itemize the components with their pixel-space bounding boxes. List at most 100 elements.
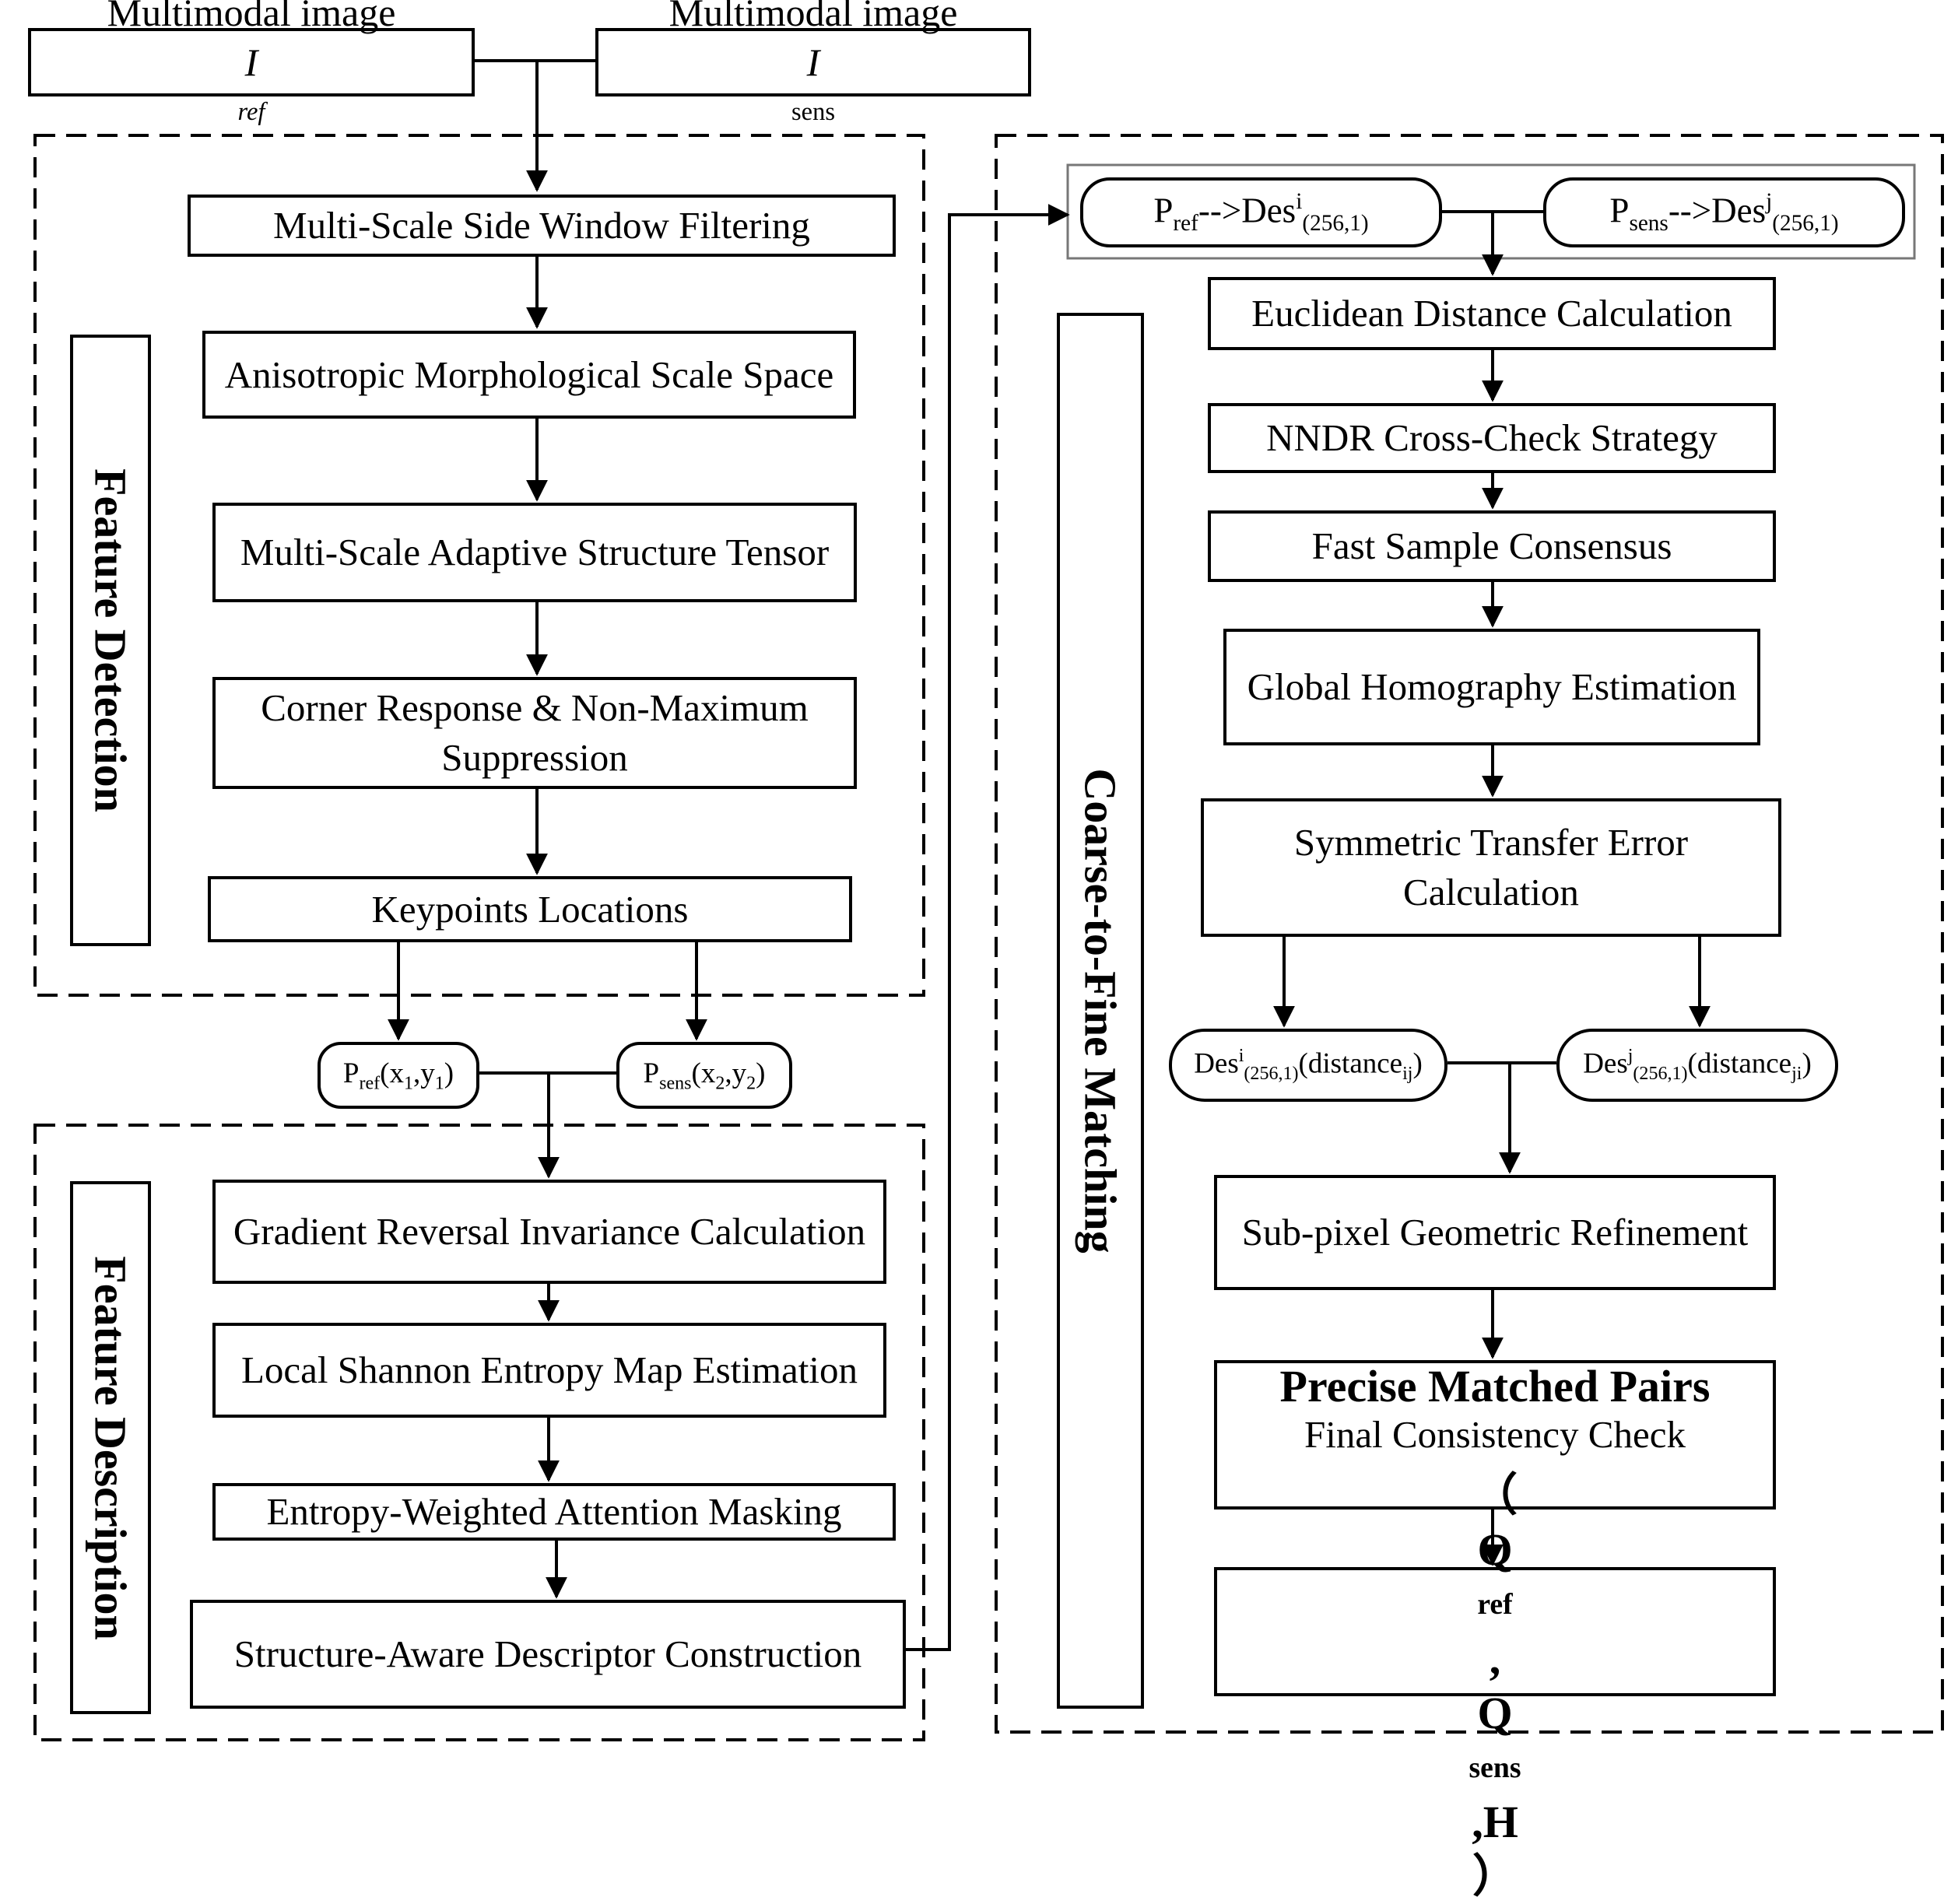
detection-step-1: Multi-Scale Side Window Filtering (273, 204, 810, 247)
description-step-1: Gradient Reversal Invariance Calculation (233, 1210, 866, 1253)
feature-description-label: Feature Description (70, 1181, 151, 1714)
feature-detection-label: Feature Detection (70, 335, 151, 946)
des-ref-sub: ref (1173, 210, 1198, 236)
des-sens-sub: sens (1629, 210, 1669, 236)
dist-ji-dim: (256,1) (1633, 1063, 1688, 1084)
output-q-ref: Q (1477, 1524, 1513, 1575)
detection-step-4: Corner Response & Non-Maximum Suppressio… (261, 686, 809, 779)
distance-ji-text: Desj(256,1)(distanceji) (1583, 1046, 1812, 1085)
feature-detection-group (33, 134, 925, 997)
distance-ij-pill: Desi(256,1)(distanceij) (1169, 1029, 1447, 1102)
dist-ij-sup: i (1238, 1046, 1244, 1067)
p-ref-end: ) (444, 1057, 454, 1089)
p-ref-y-index: 1 (434, 1073, 444, 1094)
des-sens-sup: j (1766, 188, 1773, 214)
des-ref-dim: (256,1) (1302, 210, 1369, 236)
multi-scale-side-window-filtering-box: Multi-Scale Side Window Filtering (188, 195, 896, 257)
local-shannon-entropy-box: Local Shannon Entropy Map Estimation (212, 1323, 886, 1418)
matching-step-1: Euclidean Distance Calculation (1251, 292, 1732, 335)
detection-step-5: Keypoints Locations (371, 887, 689, 931)
anisotropic-morphological-scale-space-box: Anisotropic Morphological Scale Space (202, 331, 856, 419)
p-sens-y-index: 2 (746, 1073, 756, 1094)
feature-description-group (33, 1124, 925, 1741)
fast-sample-consensus-box: Fast Sample Consensus (1208, 510, 1776, 582)
global-homography-box: Global Homography Estimation (1223, 629, 1760, 745)
matching-group (995, 134, 1944, 1734)
dist-ij-sub: ij (1402, 1063, 1413, 1084)
output-close: ） (1472, 1851, 1518, 1902)
input-sens-symbol: I (806, 40, 820, 84)
des-ref-sup: i (1296, 188, 1303, 214)
refine-step-2: Final Consistency Check (1304, 1413, 1686, 1456)
structure-aware-descriptor-box: Structure-Aware Descriptor Construction (190, 1600, 906, 1709)
dist-ij-open: (distance (1298, 1047, 1403, 1080)
keypoints-locations-box: Keypoints Locations (208, 876, 852, 942)
detection-step-3: Multi-Scale Adaptive Structure Tensor (240, 531, 830, 573)
des-ref-symbol: P (1153, 191, 1174, 230)
output-comma: , (1489, 1633, 1501, 1684)
description-step-3: Entropy-Weighted Attention Masking (266, 1490, 842, 1533)
input-ref-label: Multimodal image (107, 0, 396, 34)
dist-ij-dim: (256,1) (1244, 1063, 1299, 1084)
p-sens-symbol: P (643, 1057, 660, 1089)
detection-step-2: Anisotropic Morphological Scale Space (224, 352, 834, 396)
output-open: （ (1472, 1470, 1518, 1520)
p-sens-text: Psens(x2,y2) (644, 1057, 766, 1094)
multi-scale-adaptive-structure-tensor-box: Multi-Scale Adaptive Structure Tensor (212, 503, 857, 602)
p-sens-x-index: 2 (715, 1073, 725, 1094)
des-ref-arrow: -->Des (1198, 191, 1297, 230)
p-sens-args: (x (691, 1057, 716, 1089)
output-q-sens-sub: sens (1468, 1751, 1521, 1784)
arrow-descriptor-to-matching (906, 204, 1070, 1651)
distance-ij-text: Desi(256,1)(distanceij) (1194, 1046, 1423, 1085)
corner-response-box: Corner Response & Non-Maximum Suppressio… (212, 677, 857, 789)
output-q-sens: Q (1477, 1688, 1513, 1738)
p-ref-descriptor-text: Pref-->Desi(256,1) (1153, 189, 1368, 237)
p-ref-pill: Pref(x1,y1) (318, 1042, 479, 1109)
nndr-cross-check-box: NNDR Cross-Check Strategy (1208, 403, 1776, 473)
dist-ij-close: ) (1412, 1047, 1423, 1080)
input-ref-symbol: I (244, 40, 258, 84)
refine-step-1: Sub-pixel Geometric Refinement (1241, 1211, 1749, 1254)
dist-ji-des: Des (1583, 1047, 1628, 1080)
p-sens-descriptor-text: Psens-->Desj(256,1) (1609, 189, 1838, 237)
dist-ji-sub: ji (1791, 1063, 1802, 1084)
sub-pixel-refinement-box: Sub-pixel Geometric Refinement (1214, 1175, 1776, 1290)
dist-ji-open: (distance (1687, 1047, 1792, 1080)
des-sens-symbol: P (1609, 191, 1630, 230)
output-q-ref-sub: ref (1477, 1588, 1513, 1621)
p-sens-pill: Psens(x2,y2) (616, 1042, 792, 1109)
p-ref-descriptor-pill: Pref-->Desi(256,1) (1080, 177, 1442, 247)
dist-ji-close: ) (1802, 1047, 1812, 1080)
description-step-4: Structure-Aware Descriptor Construction (233, 1632, 862, 1675)
matching-title: Coarse-to-Fine Matching (1075, 768, 1126, 1254)
des-sens-dim: (256,1) (1772, 210, 1839, 236)
feature-description-title: Feature Description (85, 1255, 136, 1640)
symmetric-transfer-error-box: Symmetric Transfer Error Calculation (1201, 798, 1781, 937)
euclidean-distance-box: Euclidean Distance Calculation (1208, 277, 1776, 350)
description-step-2: Local Shannon Entropy Map Estimation (240, 1348, 858, 1391)
dist-ij-des: Des (1194, 1047, 1239, 1080)
input-sens-sub: sens (791, 98, 835, 126)
p-sens-descriptor-pill: Psens-->Desj(256,1) (1543, 177, 1905, 247)
matching-label: Coarse-to-Fine Matching (1057, 313, 1144, 1709)
p-ref-x-index: 1 (403, 1073, 414, 1094)
p-sens-end: ) (756, 1057, 766, 1089)
input-sens-label: Multimodal image (668, 0, 958, 34)
final-consistency-check-box: Final Consistency Check (1214, 1360, 1776, 1510)
p-ref-mid: ,y (413, 1057, 435, 1089)
input-ref-sub: ref (237, 98, 265, 126)
p-ref-text: Pref(x1,y1) (343, 1057, 454, 1094)
matching-step-2: NNDR Cross-Check Strategy (1266, 416, 1718, 459)
p-sens-sub: sens (659, 1073, 692, 1094)
p-ref-args: (x (380, 1057, 404, 1089)
des-sens-arrow: -->Des (1668, 191, 1767, 230)
feature-detection-title: Feature Detection (85, 468, 136, 812)
